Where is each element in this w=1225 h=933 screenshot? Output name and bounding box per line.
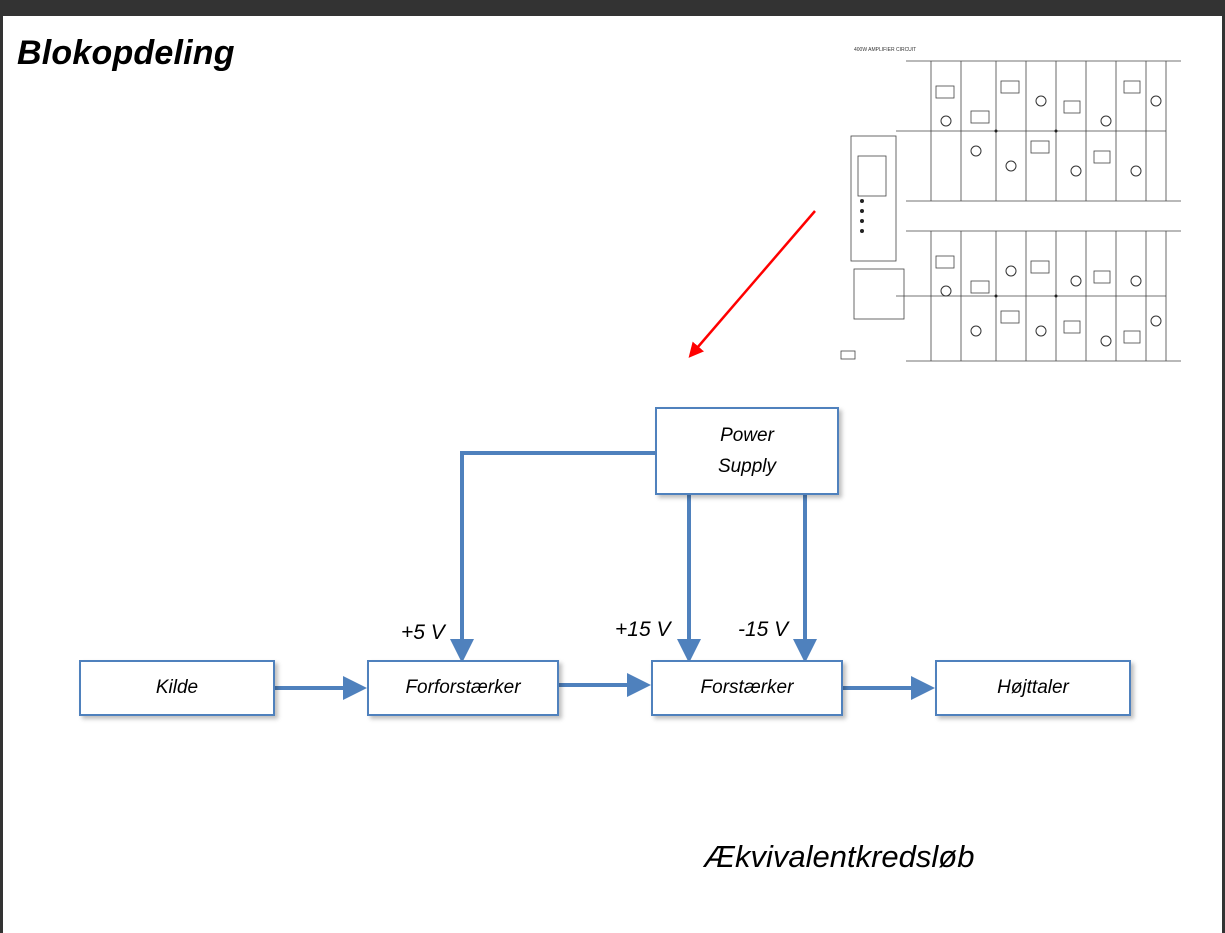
source-label: Kilde [155,677,199,699]
amp-negative-voltage-label: -15 V [738,618,789,641]
amplifier-label: Forstærker [700,677,794,699]
block-diagram-connectors [275,210,935,700]
circuit-schematic-image: 400W AMPLIFIER CIRCUIT [836,41,1198,381]
source-block: Kilde [79,660,275,716]
amp-positive-voltage-label: +15 V [615,618,671,641]
slide-canvas: Blokopdeling 400W AMPLIFIER CIRCUIT [3,16,1222,933]
power-supply-block: Power Supply [655,407,839,495]
preamp-voltage-label: +5 V [401,621,445,644]
power-supply-label-line1: Power [720,424,774,446]
amplifier-block: Forstærker [651,660,843,716]
speaker-label: Højttaler [997,677,1069,699]
power-supply-label-line2: Supply [717,456,777,477]
window-top-bar [0,0,1225,16]
speaker-block: Højttaler [935,660,1131,716]
slide-title: Blokopdeling [17,34,235,72]
preamp-block: Forforstærker [367,660,559,716]
svg-text:400W AMPLIFIER CIRCUIT: 400W AMPLIFIER CIRCUIT [854,47,916,53]
preamp-label: Forforstærker [405,677,521,699]
equivalent-circuit-label: Ækvivalentkredsløb [704,839,975,874]
pointer-arrow [688,210,816,358]
power-to-preamp-line [450,451,655,663]
